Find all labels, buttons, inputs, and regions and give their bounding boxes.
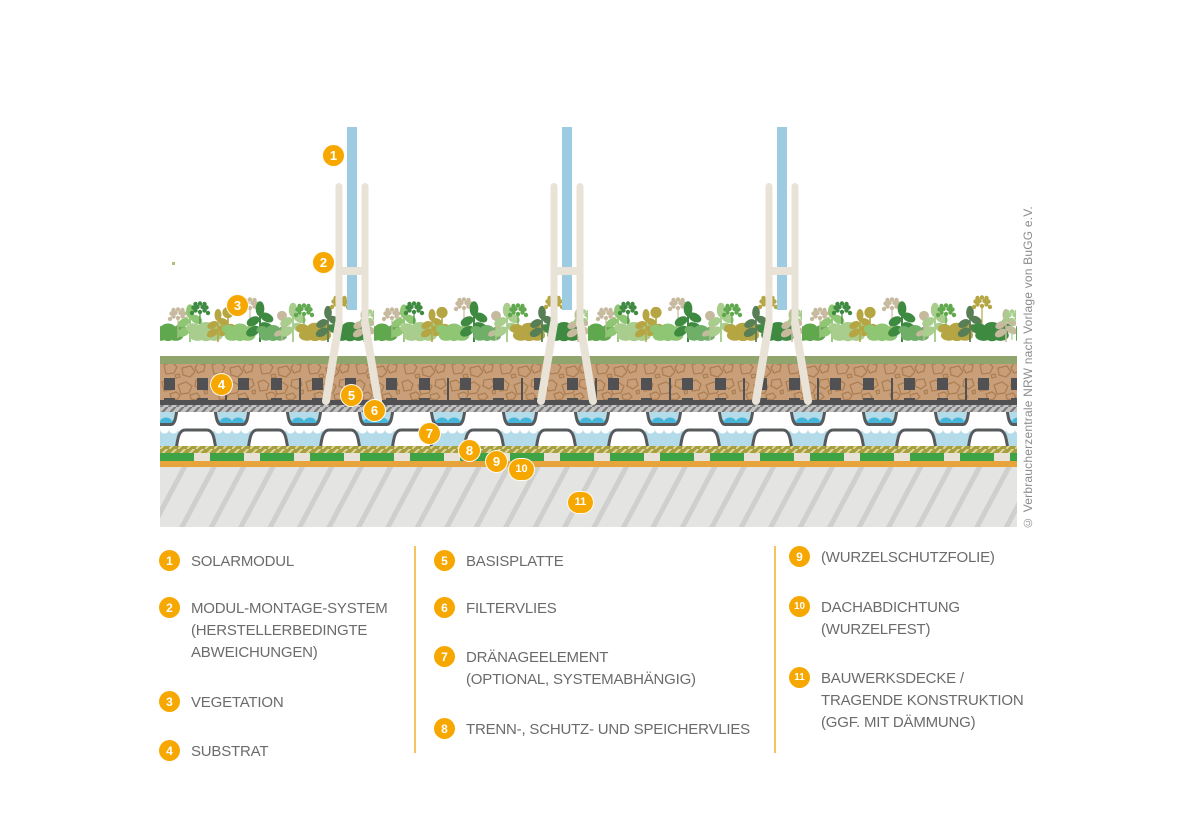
callout-9-badge: 9 xyxy=(485,450,508,473)
solar-module-panel-3 xyxy=(777,127,787,310)
legend-item-6-label: FILTERVLIES xyxy=(466,600,557,617)
legend-item-6: 6 FILTERVLIES xyxy=(434,597,557,620)
legend-item-10: 10 DACHABDICHTUNG (WURZELFEST) xyxy=(789,596,960,641)
legend-item-4-number: 4 xyxy=(159,740,180,761)
decorative-speck xyxy=(172,262,175,265)
drainage-layer xyxy=(160,412,1017,446)
module-mount-1 xyxy=(322,127,382,405)
callout-1-badge: 1 xyxy=(322,144,345,167)
legend-item-2-label: MODUL-MONTAGE-SYSTEM xyxy=(191,600,388,617)
callout-8-badge: 8 xyxy=(458,439,481,462)
legend-item-1: 1 SOLARMODUL xyxy=(159,550,294,573)
roof-cross-section-diagram xyxy=(160,127,1017,527)
legend-item-8-number: 8 xyxy=(434,718,455,739)
legend-item-2-number: 2 xyxy=(159,597,180,618)
legend-item-4: 4 SUBSTRAT xyxy=(159,740,268,763)
module-mount-2 xyxy=(537,127,597,405)
legend-item-9-label: (WURZELSCHUTZFOLIE) xyxy=(821,549,995,566)
legend-item-3-number: 3 xyxy=(159,691,180,712)
legend-item-5-label: BASISPLATTE xyxy=(466,553,564,570)
callout-3-badge: 3 xyxy=(226,294,249,317)
root-protection-layer xyxy=(160,453,1017,461)
legend-item-9-number: 9 xyxy=(789,546,810,567)
callout-7-badge: 7 xyxy=(418,422,441,445)
legend-item-3-label: VEGETATION xyxy=(191,694,284,711)
solar-modules xyxy=(322,127,812,405)
legend-item-1-number: 1 xyxy=(159,550,180,571)
callout-6-badge: 6 xyxy=(363,399,386,422)
legend-item-11-label: BAUWERKSDECKE / xyxy=(821,670,964,687)
copyright-note: © Verbraucherzentrale NRW nach Vorlage v… xyxy=(1021,206,1035,530)
callout-4-badge: 4 xyxy=(210,373,233,396)
legend-item-8-label: TRENN-, SCHUTZ- UND SPEICHERVLIES xyxy=(466,721,750,738)
legend-divider-1 xyxy=(414,546,416,753)
legend-item-11: 11 BAUWERKSDECKE / TRAGENDE KONSTRUKTION… xyxy=(789,667,1024,734)
filter-fleece-layer xyxy=(160,405,1017,412)
callout-11-badge: 11 xyxy=(567,491,594,514)
legend-item-1-label: SOLARMODUL xyxy=(191,553,295,570)
legend-item-6-number: 6 xyxy=(434,597,455,618)
legend-item-5: 5 BASISPLATTE xyxy=(434,550,564,573)
callout-10-badge: 10 xyxy=(508,458,535,481)
legend-item-2: 2 MODUL-MONTAGE-SYSTEM (HERSTELLERBEDING… xyxy=(159,597,388,664)
legend-item-9: 9 (WURZELSCHUTZFOLIE) xyxy=(789,546,995,569)
legend-item-10-label: DACHABDICHTUNG xyxy=(821,599,960,616)
legend-item-3: 3 VEGETATION xyxy=(159,691,284,714)
legend-item-4-label: SUBSTRAT xyxy=(191,743,269,760)
callout-5-badge: 5 xyxy=(340,384,363,407)
legend-item-7: 7 DRÄNAGEELEMENT (OPTIONAL, SYSTEMABHÄNG… xyxy=(434,646,696,691)
roof-membrane-layer xyxy=(160,461,1017,467)
legend-item-8: 8 TRENN-, SCHUTZ- UND SPEICHERVLIES xyxy=(434,718,750,741)
legend-item-7-label: DRÄNAGEELEMENT xyxy=(466,649,609,666)
legend-item-11-number: 11 xyxy=(789,667,810,688)
solar-module-panel-1 xyxy=(347,127,357,310)
legend-divider-2 xyxy=(774,546,776,753)
legend-item-7-number: 7 xyxy=(434,646,455,667)
legend-item-10-number: 10 xyxy=(789,596,810,617)
legend-item-5-number: 5 xyxy=(434,550,455,571)
protection-fleece-layer xyxy=(160,446,1017,453)
callout-2-badge: 2 xyxy=(312,251,335,274)
module-mount-3 xyxy=(752,127,812,405)
solar-module-panel-2 xyxy=(562,127,572,310)
